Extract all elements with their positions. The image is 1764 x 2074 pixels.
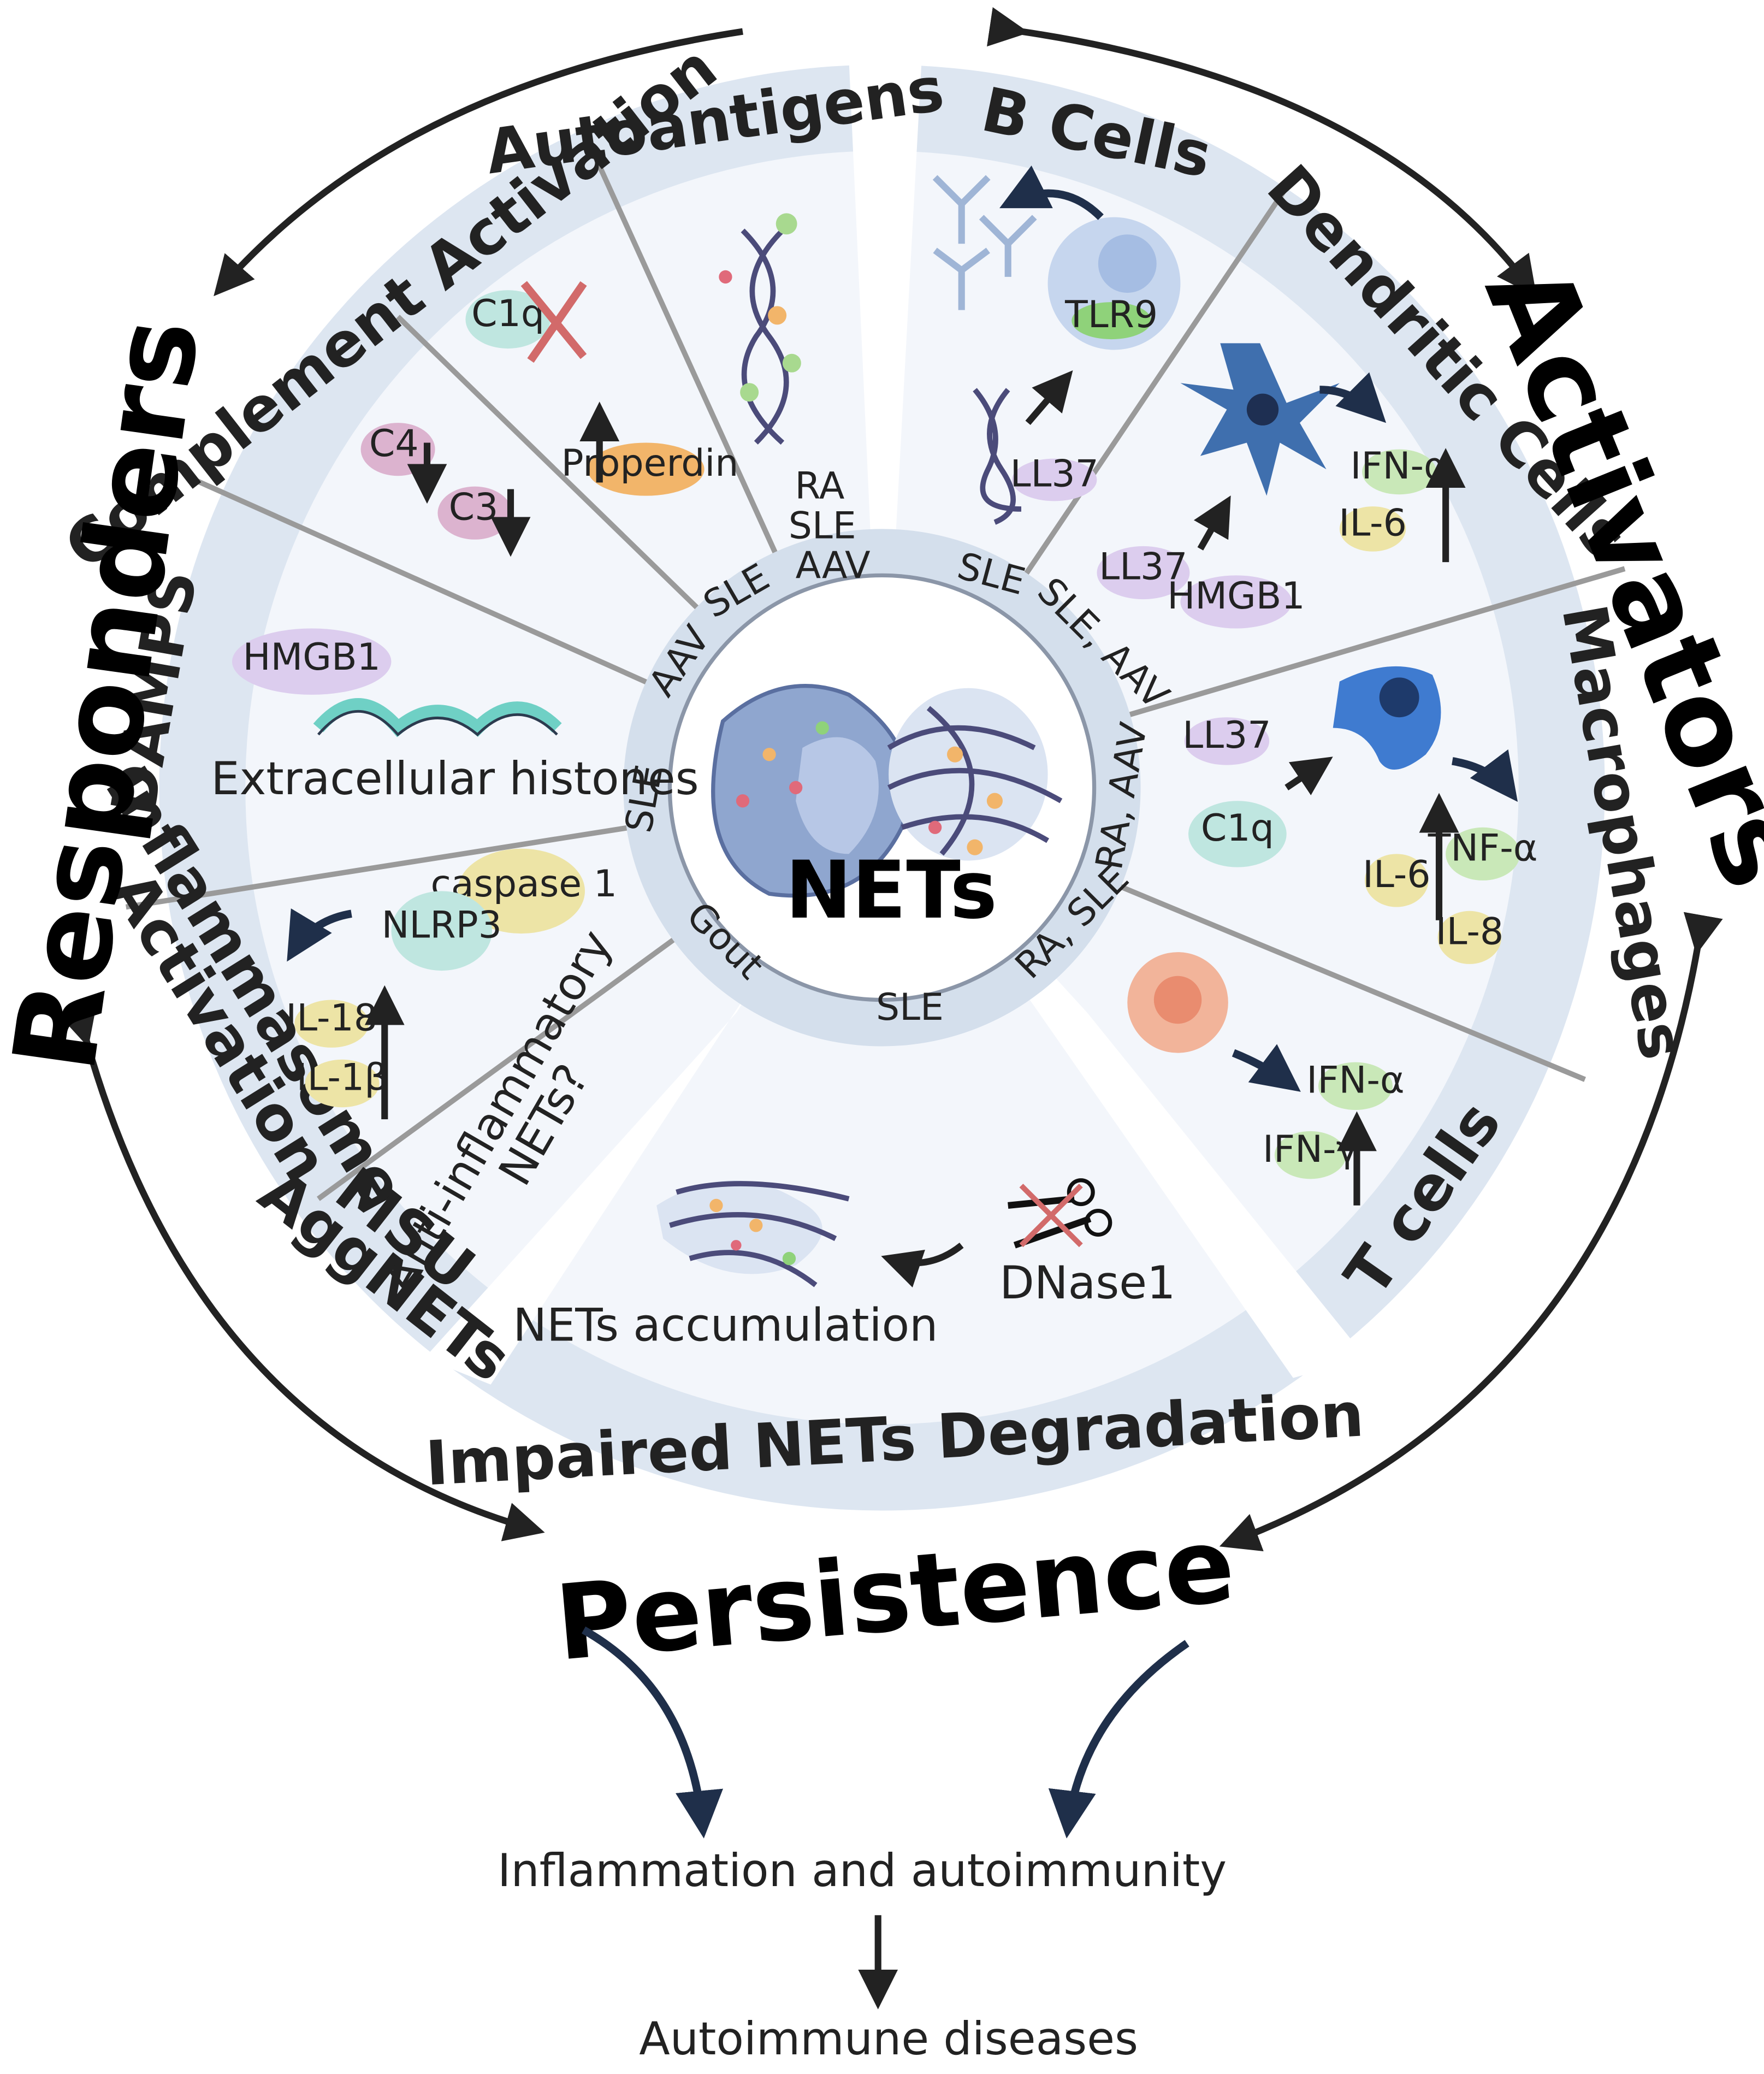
c4-label: C4: [369, 422, 419, 465]
dendritic-content: IFN-α IL-6 LL37 HMGB1: [1097, 343, 1466, 629]
il18-label: IL-18: [286, 996, 377, 1039]
ll37-pill-b: [1012, 458, 1097, 501]
scissors-icon: [1008, 1178, 1112, 1249]
ll37-label-mac: LL37: [1182, 714, 1271, 757]
degradation-content: DNase1 NETs accumulation: [513, 1178, 1176, 1352]
tlr9-pill: [1072, 302, 1151, 340]
macrophages-content: LL37 C1q TNF-α IL-6 IL-8: [1182, 666, 1538, 964]
hmgb1-label-damps: HMGB1: [243, 636, 381, 679]
c1q-pill-mac: [1188, 801, 1287, 867]
il1b-label: IL-1β: [297, 1056, 388, 1100]
ll37-pill-mac: [1184, 717, 1270, 765]
autoimmune-label: Autoimmune diseases: [639, 2013, 1138, 2065]
tnf-alpha-label: TNF-α: [1428, 827, 1538, 870]
damps-content: HMGB1 Extracellular histones: [211, 628, 699, 805]
inflammation-label: Inflammation and autoimmunity: [498, 1845, 1227, 1897]
hmgb1-label-dc: HMGB1: [1167, 575, 1305, 618]
nlrp3-label: NLRP3: [382, 903, 502, 947]
tnf-alpha-pill: [1446, 827, 1520, 881]
il6-pill-mac: [1365, 854, 1429, 907]
histones-label: Extracellular histones: [211, 753, 699, 805]
ring-label-ra: RA: [795, 465, 844, 508]
caspase1-pill: [457, 848, 585, 934]
c3-label: C3: [449, 486, 499, 529]
ifn-gamma-label: IFN-γ: [1263, 1128, 1358, 1171]
c1q-label-mac: C1q: [1201, 807, 1274, 850]
nets-center: NETs: [711, 684, 1063, 937]
ll37-label-b: LL37: [1010, 453, 1099, 496]
ifn-alpha-label-t: IFN-α: [1306, 1059, 1404, 1102]
ring-label-aav: AAV: [796, 544, 871, 587]
properdin-pill: [587, 442, 705, 496]
cross-icon: [520, 281, 587, 363]
hmgb1-pill-dc: [1180, 575, 1292, 629]
properdin-label: Properdin: [561, 442, 739, 485]
ll37-label-dc: LL37: [1099, 546, 1187, 589]
dnase1-label: DNase1: [999, 1257, 1175, 1309]
nets-accumulation-label: NETs accumulation: [513, 1299, 938, 1352]
ll37-pill-dc: [1097, 546, 1190, 600]
tlr9-label: TLR9: [1064, 293, 1158, 336]
complement-content: C1q C4 C3 Properdin: [360, 281, 739, 557]
ring-label-degr: SLE: [876, 986, 944, 1029]
il6-label-mac: IL-6: [1363, 853, 1431, 896]
il6-label-dc: IL-6: [1339, 502, 1407, 545]
il8-label: IL-8: [1436, 911, 1504, 954]
c1q-pill-comp: [465, 290, 550, 349]
ring-label-sle: SLE: [789, 504, 856, 547]
autoantigens-content: [719, 213, 801, 445]
persistence-label: Persistence: [551, 1504, 1239, 1684]
ifn-alpha-label-dc: IFN-α: [1350, 445, 1448, 488]
cycle-arrows: [58, 7, 1723, 1551]
nlrp3-pill: [391, 891, 492, 971]
outcomes: Inflammation and autoimmunity Autoimmune…: [498, 1626, 1227, 2065]
ifn-alpha-pill-dc: [1362, 449, 1437, 495]
hmgb1-pill-damps: [232, 628, 392, 695]
c4-pill: [360, 423, 435, 476]
center-title: NETs: [785, 844, 997, 937]
il6-pill-dc: [1339, 506, 1406, 552]
